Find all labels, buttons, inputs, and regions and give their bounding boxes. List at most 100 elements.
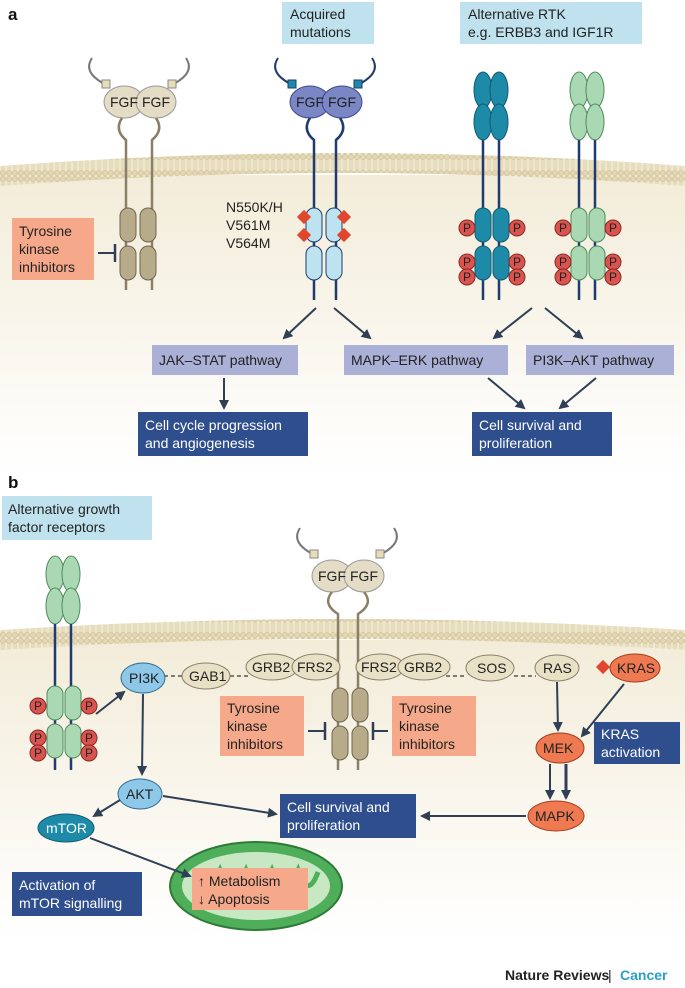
apoptosis-label: ↓ Apoptosis [198,891,270,907]
kras-activation-line1: KRAS [601,726,639,742]
pi3k-akt-box: PI3K–AKT pathway [526,345,674,375]
phospho-a1: P [459,220,475,236]
fgf-ligand-left: FGF [110,94,138,110]
acquired-mutations-line1: Acquired [290,6,345,22]
svg-text:P: P [513,221,521,235]
panel-a-label: a [8,5,18,24]
svg-text:P: P [559,270,567,284]
cell-cycle-line2: and angiogenesis [145,435,255,451]
survival-a-line2: proliferation [479,435,552,451]
fgf-ligand-mutant-right: FGF [328,94,356,110]
phospho-a3: P [459,254,475,270]
mek-node: MEK [536,733,584,763]
metabolism-label: ↑ Metabolism [198,873,280,889]
kras-activation-box: KRAS activation [594,722,680,764]
kras-activation-line2: activation [601,744,660,760]
phospho-a4: P [509,254,525,270]
phospho-b1: P [30,698,46,714]
phospho-b5: P [30,745,46,761]
frs2-node-left: FRS2 [292,654,340,680]
mtor-activation-line1: Activation of [19,877,95,893]
alternative-rtk-line1: Alternative RTK [468,6,566,22]
tki-b-right-line2: kinase [399,718,440,734]
grb2-node-right: GRB2 [398,654,450,680]
svg-text:P: P [463,255,471,269]
ras-node: RAS [535,655,579,681]
mutation-v564: V564M [226,235,270,251]
pi3k-node: PI3K [121,663,165,693]
alternative-rtk-line2: e.g. ERBB3 and IGF1R [468,24,614,40]
svg-text:MEK: MEK [543,740,574,756]
svg-text:P: P [85,746,93,760]
acquired-mutations-box: Acquired mutations [282,2,374,44]
phospho-a11: P [555,269,571,285]
svg-text:P: P [34,699,42,713]
grb2-node-left: GRB2 [246,654,298,680]
svg-text:FRS2: FRS2 [297,659,333,675]
phospho-a6: P [509,269,525,285]
svg-text:MAPK: MAPK [535,808,575,824]
tki-b-left-line1: Tyrosine [227,700,280,716]
fgf-ligand-mutant-left: FGF [296,94,324,110]
acquired-mutations-line2: mutations [290,24,351,40]
svg-text:P: P [85,731,93,745]
mapk-node: MAPK [528,801,584,831]
svg-text:KRAS: KRAS [617,660,655,676]
survival-box-b: Cell survival and proliferation [280,794,416,838]
svg-text:GAB1: GAB1 [189,668,227,684]
footer-section: Cancer [620,967,668,983]
survival-b-line1: Cell survival and [287,799,390,815]
svg-text:P: P [609,221,617,235]
jak-stat-label: JAK–STAT pathway [159,352,282,368]
tki-b-left-line2: kinase [227,718,268,734]
svg-text:P: P [513,270,521,284]
cell-cycle-line1: Cell cycle progression [145,417,282,433]
svg-text:P: P [463,270,471,284]
mapk-erk-label: MAPK–ERK pathway [351,352,483,368]
svg-text:P: P [559,255,567,269]
svg-text:RAS: RAS [543,660,572,676]
survival-b-line2: proliferation [287,817,360,833]
svg-text:P: P [609,270,617,284]
alternative-rtk-box: Alternative RTK e.g. ERBB3 and IGF1R [460,2,642,44]
phospho-a12: P [605,269,621,285]
phospho-b3: P [30,730,46,746]
fgf-ligand-right: FGF [142,94,170,110]
svg-text:P: P [609,255,617,269]
survival-box-a: Cell survival and proliferation [472,412,612,456]
svg-text:P: P [85,699,93,713]
sos-node: SOS [466,655,514,681]
svg-text:PI3K: PI3K [129,670,160,686]
phospho-a2: P [509,220,525,236]
svg-text:P: P [463,221,471,235]
gab1-node: GAB1 [182,663,230,689]
tki-b-right-line1: Tyrosine [399,700,452,716]
mtor-activation-box: Activation of mTOR signalling [12,872,142,916]
svg-text:P: P [34,731,42,745]
svg-text:SOS: SOS [477,660,507,676]
tki-b-right-line3: inhibitors [399,736,455,752]
phospho-b4: P [81,730,97,746]
svg-text:AKT: AKT [126,786,154,802]
mitochondrion: ↑ Metabolism ↓ Apoptosis [170,842,342,930]
alt-growth-line2: factor receptors [8,519,105,535]
phospho-a7: P [555,220,571,236]
tki-a-line1: Tyrosine [19,223,72,239]
svg-text:P: P [513,255,521,269]
phospho-a8: P [605,220,621,236]
svg-text:mTOR: mTOR [46,820,87,836]
phospho-a5: P [459,269,475,285]
footer-journal: Nature Reviews [505,967,609,983]
tki-a-line2: kinase [19,241,60,257]
mapk-erk-box: MAPK–ERK pathway [344,345,508,375]
mtor-activation-line2: mTOR signalling [19,895,122,911]
svg-text:FRS2: FRS2 [361,659,397,675]
svg-text:P: P [34,746,42,760]
panel-b-label: b [8,473,18,492]
mutation-n550: N550K/H [226,199,283,215]
fgf-ligand-b-right: FGF [350,568,378,584]
mutation-v561: V561M [226,217,270,233]
svg-text:P: P [559,221,567,235]
alt-growth-box: Alternative growth factor receptors [2,496,152,540]
